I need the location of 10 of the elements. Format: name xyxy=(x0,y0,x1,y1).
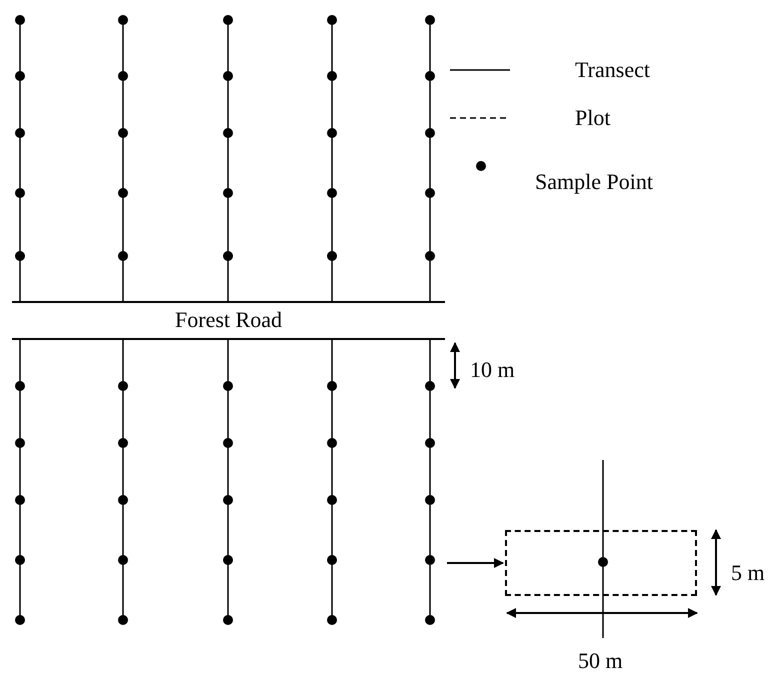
legend-label: Sample Point xyxy=(535,170,653,194)
legend-label: Transect xyxy=(575,58,650,82)
dimension-label: 5 m xyxy=(731,561,765,585)
legend-label: Plot xyxy=(575,106,610,130)
dimension-label: 50 m xyxy=(578,649,623,673)
dimension-label: 10 m xyxy=(470,358,515,382)
plot-outline xyxy=(505,530,697,596)
road-label: Forest Road xyxy=(174,308,283,332)
road-band xyxy=(12,301,445,340)
arrow xyxy=(447,558,504,568)
